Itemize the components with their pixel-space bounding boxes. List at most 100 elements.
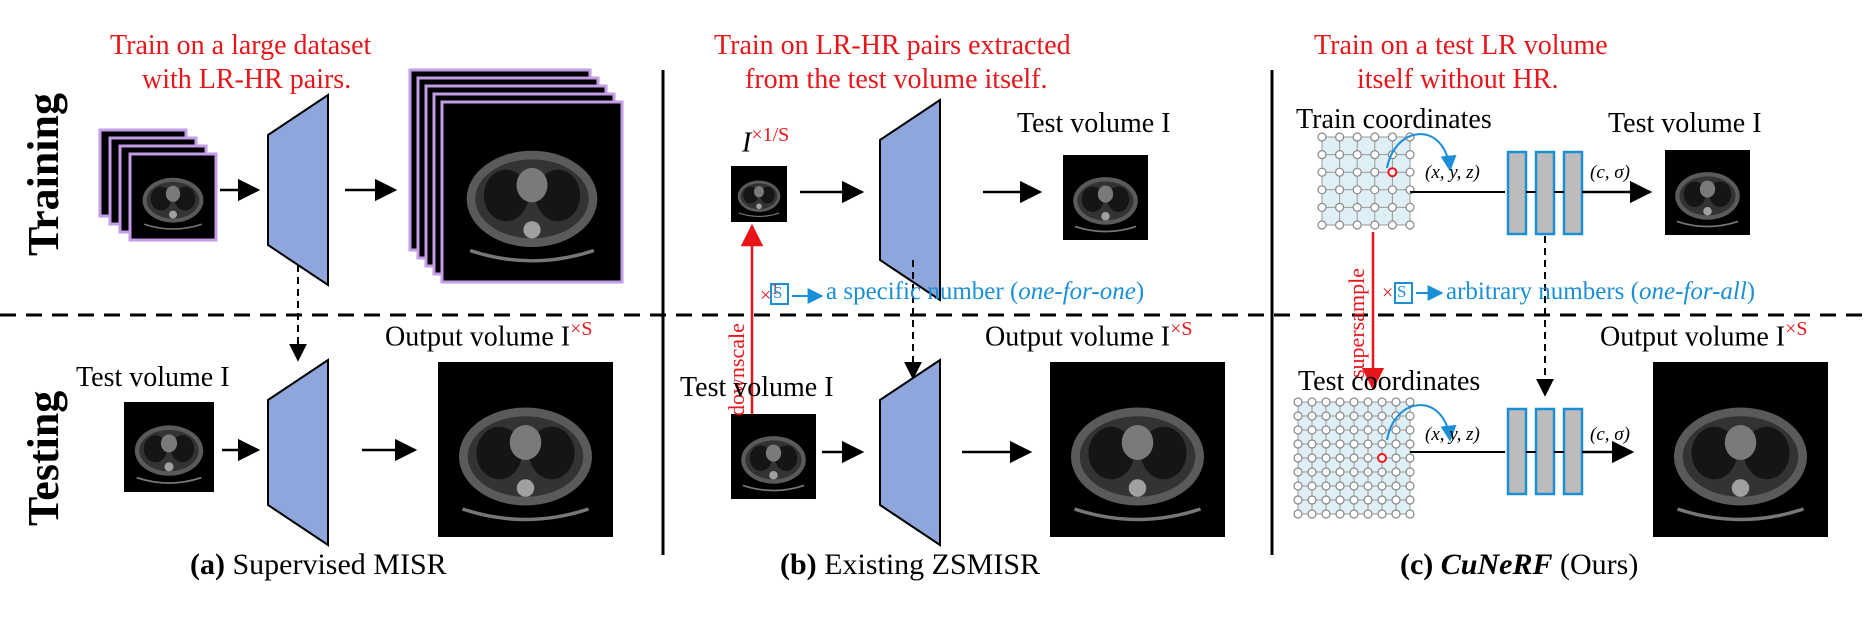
grid-node [1349, 439, 1359, 449]
grid-node [1370, 202, 1380, 212]
grid-node [1293, 481, 1303, 491]
grid-node [1293, 509, 1303, 519]
panel-a-caption: (a) Supervised MISR [190, 548, 447, 581]
grid-node [1387, 185, 1398, 195]
grid-node [1321, 481, 1331, 491]
grid-node [1363, 481, 1373, 491]
grid-node [1352, 167, 1362, 177]
scale-symbol-box-c: S [1397, 282, 1407, 301]
panel-b-test-bottom-label: Test volume I [680, 372, 834, 403]
grid-node [1377, 481, 1387, 491]
network-trapezoid-icon [879, 98, 941, 302]
lr-dataset-stack-icon [98, 128, 218, 242]
panel-b-test-top-label: Test volume I [1017, 108, 1171, 139]
grid-node [1317, 185, 1327, 195]
panel-c-test-top-label: Test volume I [1608, 108, 1762, 139]
grid-node [1334, 150, 1345, 160]
xyz-label-top: (x, y, z) [1425, 162, 1480, 183]
grid-node [1391, 425, 1401, 435]
mlp-block-icon [1506, 407, 1584, 496]
grid-node [1391, 453, 1401, 463]
hr-dataset-stack-icon [408, 68, 624, 284]
xyz-label-bottom: (x, y, z) [1425, 424, 1480, 445]
grid-node [1307, 397, 1317, 407]
grid-node [1370, 220, 1380, 230]
grid-node [1363, 439, 1373, 449]
train-coordinates-label: Train coordinates [1296, 104, 1492, 135]
scale-symbol-box-b: S [773, 283, 783, 302]
grid-node [1321, 509, 1331, 519]
grid-node [1334, 132, 1345, 142]
grid-node [1352, 185, 1362, 195]
grid-node [1377, 467, 1387, 477]
grid-node [1370, 132, 1380, 142]
panel-c-note-line1: Train on a test LR volume [1314, 30, 1608, 61]
grid-node [1321, 425, 1331, 435]
grid-node [1307, 481, 1317, 491]
grid-node [1335, 495, 1345, 505]
grid-node [1370, 150, 1380, 160]
grid-node [1349, 425, 1359, 435]
grid-node [1317, 220, 1327, 230]
test-volume-image [1062, 154, 1149, 241]
grid-node [1391, 411, 1401, 421]
grid-node [1317, 132, 1327, 142]
grid-node [1405, 411, 1415, 421]
grid-node [1349, 411, 1359, 421]
grid-node [1317, 202, 1327, 212]
c-sigma-label-top: (c, σ) [1590, 162, 1630, 183]
row-label-testing: Testing [19, 390, 68, 526]
grid-node [1363, 411, 1373, 421]
grid-node [1405, 150, 1415, 160]
panel-c-output-label: Output volume I×S [1600, 318, 1808, 353]
c-sigma-label-bottom: (c, σ) [1590, 424, 1630, 445]
grid-node [1363, 453, 1373, 463]
grid-node [1377, 509, 1387, 519]
grid-node [1293, 439, 1303, 449]
panel-c-caption: (c) CuNeRF (Ours) [1400, 548, 1639, 581]
grid-node [1335, 397, 1345, 407]
grid-node [1307, 411, 1317, 421]
grid-node [1334, 202, 1345, 212]
grid-node [1321, 453, 1331, 463]
panel-b-note-line2: from the test volume itself. [745, 64, 1048, 95]
scale-multiplier-c: × [1382, 282, 1394, 304]
grid-node [1363, 509, 1373, 519]
network-trapezoid-icon [267, 93, 329, 287]
grid-node [1335, 439, 1345, 449]
grid-node [1377, 425, 1387, 435]
grid-node [1335, 509, 1345, 519]
grid-node [1307, 467, 1317, 477]
grid-node [1391, 509, 1401, 519]
grid-node [1363, 397, 1373, 407]
output-volume-image [436, 360, 615, 539]
grid-node [1377, 495, 1387, 505]
sampled-coordinate-node [1377, 453, 1387, 463]
grid-node [1334, 167, 1345, 177]
panel-b-caption: (b) Existing ZSMISR [780, 548, 1041, 581]
supersample-label: supersample [1344, 268, 1369, 378]
grid-node [1387, 202, 1398, 212]
panel-a-output-label: Output volume I×S [385, 318, 593, 353]
grid-node [1352, 150, 1362, 160]
sampled-coordinate-node [1387, 167, 1398, 178]
grid-node [1370, 185, 1380, 195]
grid-node [1335, 481, 1345, 491]
row-label-training: Training [19, 92, 68, 256]
grid-node [1363, 467, 1373, 477]
grid-node [1363, 425, 1373, 435]
panel-c-note-line2: itself without HR. [1357, 64, 1559, 95]
grid-node [1387, 132, 1398, 142]
grid-node [1352, 132, 1362, 142]
grid-node [1352, 202, 1362, 212]
grid-node [1321, 495, 1331, 505]
grid-node [1377, 397, 1387, 407]
grid-node [1405, 509, 1415, 519]
grid-node [1349, 467, 1359, 477]
grid-node [1321, 397, 1331, 407]
panel-b-note-line1: Train on LR-HR pairs extracted [714, 30, 1071, 61]
grid-node [1405, 220, 1415, 230]
grid-node [1321, 439, 1331, 449]
grid-node [1387, 220, 1398, 230]
